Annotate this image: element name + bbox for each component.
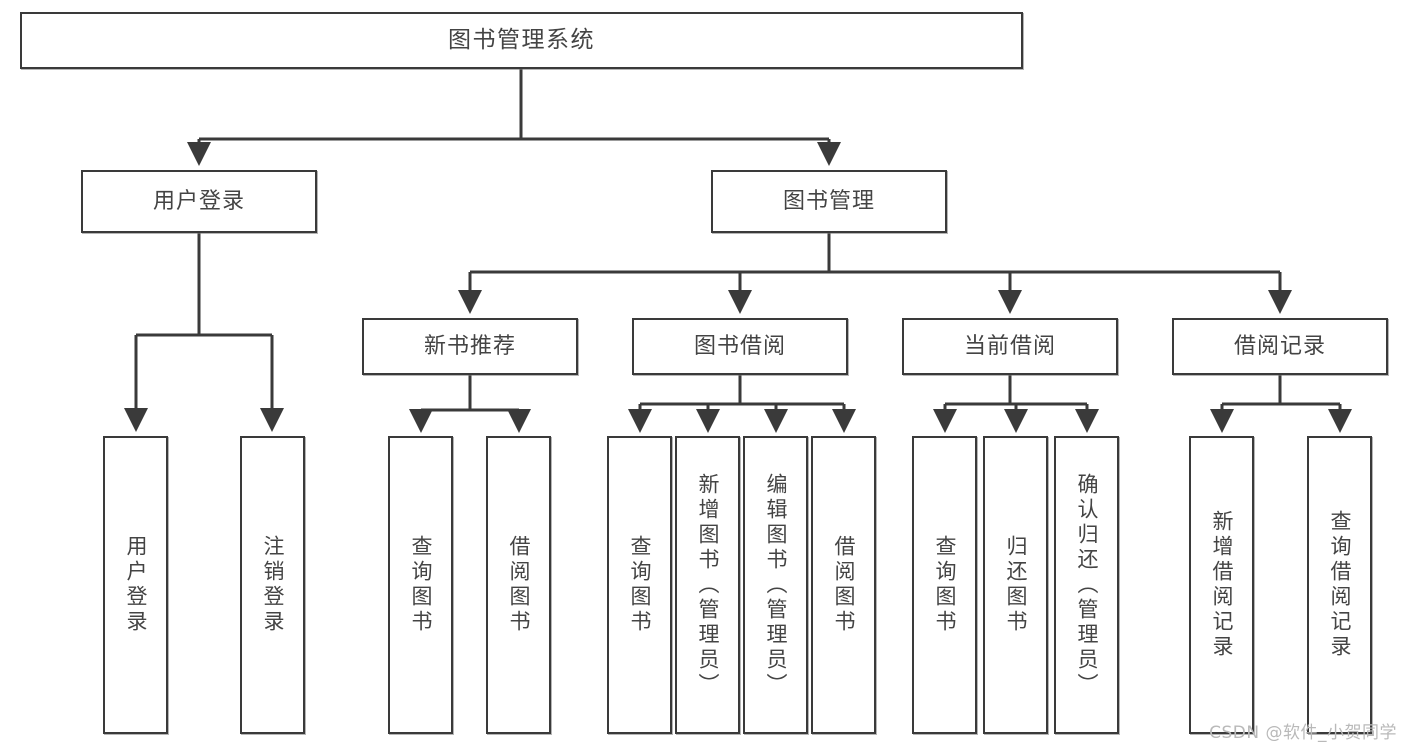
node-label: 借阅记录 bbox=[1233, 333, 1326, 359]
node-leaf-user-login[interactable]: 用户登录 bbox=[103, 436, 168, 734]
node-label: 编辑图书（管理员） bbox=[764, 472, 789, 698]
node-book-borrow[interactable]: 图书借阅 bbox=[632, 318, 848, 375]
node-user-login[interactable]: 用户登录 bbox=[81, 170, 317, 233]
node-label: 查询图书 bbox=[409, 535, 434, 635]
node-leaf-confirm-return[interactable]: 确认归还（管理员） bbox=[1054, 436, 1119, 734]
node-leaf-borrow-book-rec[interactable]: 借阅图书 bbox=[486, 436, 551, 734]
node-label: 当前借阅 bbox=[963, 333, 1056, 359]
node-leaf-return-book[interactable]: 归还图书 bbox=[983, 436, 1048, 734]
node-label: 用户登录 bbox=[152, 188, 245, 214]
node-label: 新增图书（管理员） bbox=[696, 472, 721, 698]
watermark-text: CSDN @软件_小贺同学 bbox=[1209, 723, 1397, 743]
node-root-system[interactable]: 图书管理系统 bbox=[20, 12, 1023, 69]
node-book-manage[interactable]: 图书管理 bbox=[711, 170, 947, 233]
node-label: 查询图书 bbox=[933, 535, 958, 635]
node-label: 查询借阅记录 bbox=[1328, 510, 1353, 660]
node-label: 图书借阅 bbox=[693, 333, 786, 359]
node-new-book-rec[interactable]: 新书推荐 bbox=[362, 318, 578, 375]
node-label: 查询图书 bbox=[628, 535, 653, 635]
node-label: 用户登录 bbox=[124, 535, 149, 635]
node-leaf-borrow-book[interactable]: 借阅图书 bbox=[811, 436, 876, 734]
node-label: 归还图书 bbox=[1004, 535, 1029, 635]
node-leaf-query-book-borrow[interactable]: 查询图书 bbox=[607, 436, 672, 734]
node-label: 新增借阅记录 bbox=[1210, 510, 1235, 660]
node-leaf-edit-book[interactable]: 编辑图书（管理员） bbox=[743, 436, 808, 734]
node-leaf-add-book[interactable]: 新增图书（管理员） bbox=[675, 436, 740, 734]
node-borrow-record[interactable]: 借阅记录 bbox=[1172, 318, 1388, 375]
node-label: 借阅图书 bbox=[832, 535, 857, 635]
node-label: 图书管理 bbox=[782, 188, 875, 214]
node-leaf-query-book-rec[interactable]: 查询图书 bbox=[388, 436, 453, 734]
node-leaf-add-record[interactable]: 新增借阅记录 bbox=[1189, 436, 1254, 734]
node-label: 借阅图书 bbox=[507, 535, 532, 635]
node-leaf-query-book-cur[interactable]: 查询图书 bbox=[912, 436, 977, 734]
node-leaf-query-record[interactable]: 查询借阅记录 bbox=[1307, 436, 1372, 734]
node-label: 图书管理系统 bbox=[448, 27, 595, 54]
node-current-borrow[interactable]: 当前借阅 bbox=[902, 318, 1118, 375]
node-leaf-user-logout[interactable]: 注销登录 bbox=[240, 436, 305, 734]
node-label: 注销登录 bbox=[261, 535, 286, 635]
node-label: 确认归还（管理员） bbox=[1075, 472, 1100, 698]
node-label: 新书推荐 bbox=[423, 333, 516, 359]
